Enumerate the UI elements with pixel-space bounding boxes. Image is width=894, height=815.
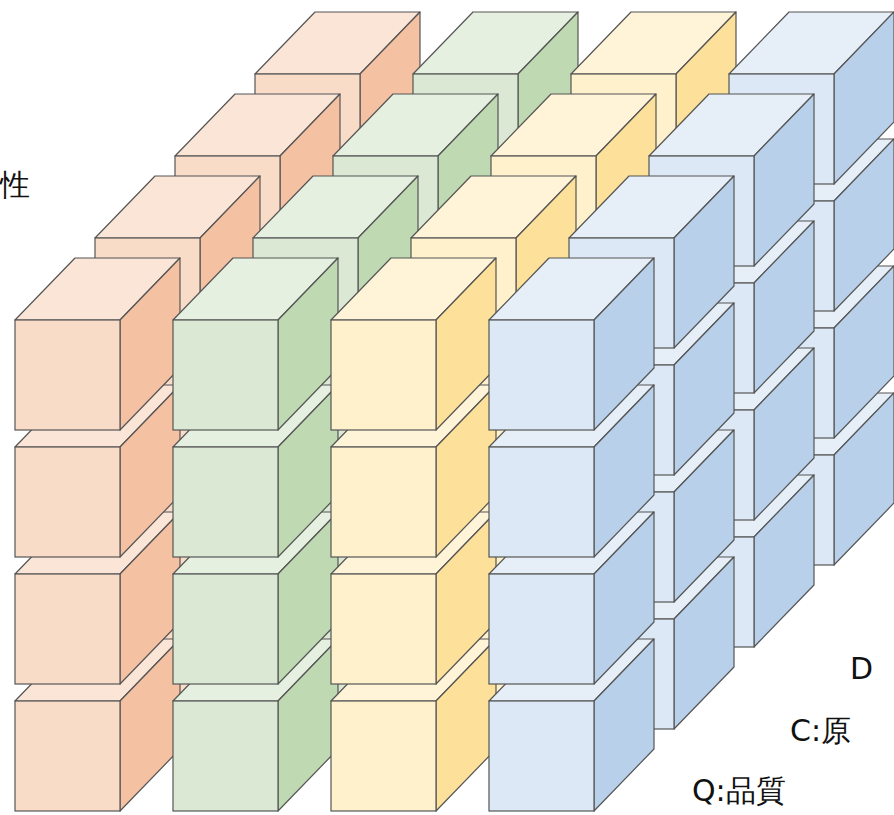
cube-front — [15, 320, 120, 430]
cube-block — [489, 258, 654, 430]
cube-front — [173, 447, 278, 557]
cube-side — [594, 258, 654, 430]
cube-front — [489, 701, 594, 811]
axis-label: D — [850, 652, 873, 685]
cube-front — [173, 320, 278, 430]
cube-front — [15, 574, 120, 684]
cube-front — [331, 574, 436, 684]
cube-side — [278, 258, 338, 430]
cube-side — [120, 258, 180, 430]
axis-label: Q:品質 — [692, 774, 786, 807]
cube-front — [331, 320, 436, 430]
cube-side — [754, 94, 814, 266]
axis-label: 性 — [0, 168, 30, 201]
cube-front — [15, 701, 120, 811]
cube-block — [331, 258, 496, 430]
cube-side — [834, 12, 894, 184]
cube-front — [331, 701, 436, 811]
cube-front — [489, 574, 594, 684]
cube-front — [489, 447, 594, 557]
cube-block — [173, 258, 338, 430]
axis-label: C:原 — [790, 714, 851, 747]
cube-front — [331, 447, 436, 557]
cube-front — [489, 320, 594, 430]
cube-front — [173, 701, 278, 811]
cube-block — [15, 258, 180, 430]
cube-side — [674, 176, 734, 348]
cube-front — [15, 447, 120, 557]
cube-side — [436, 258, 496, 430]
cube-front — [173, 574, 278, 684]
